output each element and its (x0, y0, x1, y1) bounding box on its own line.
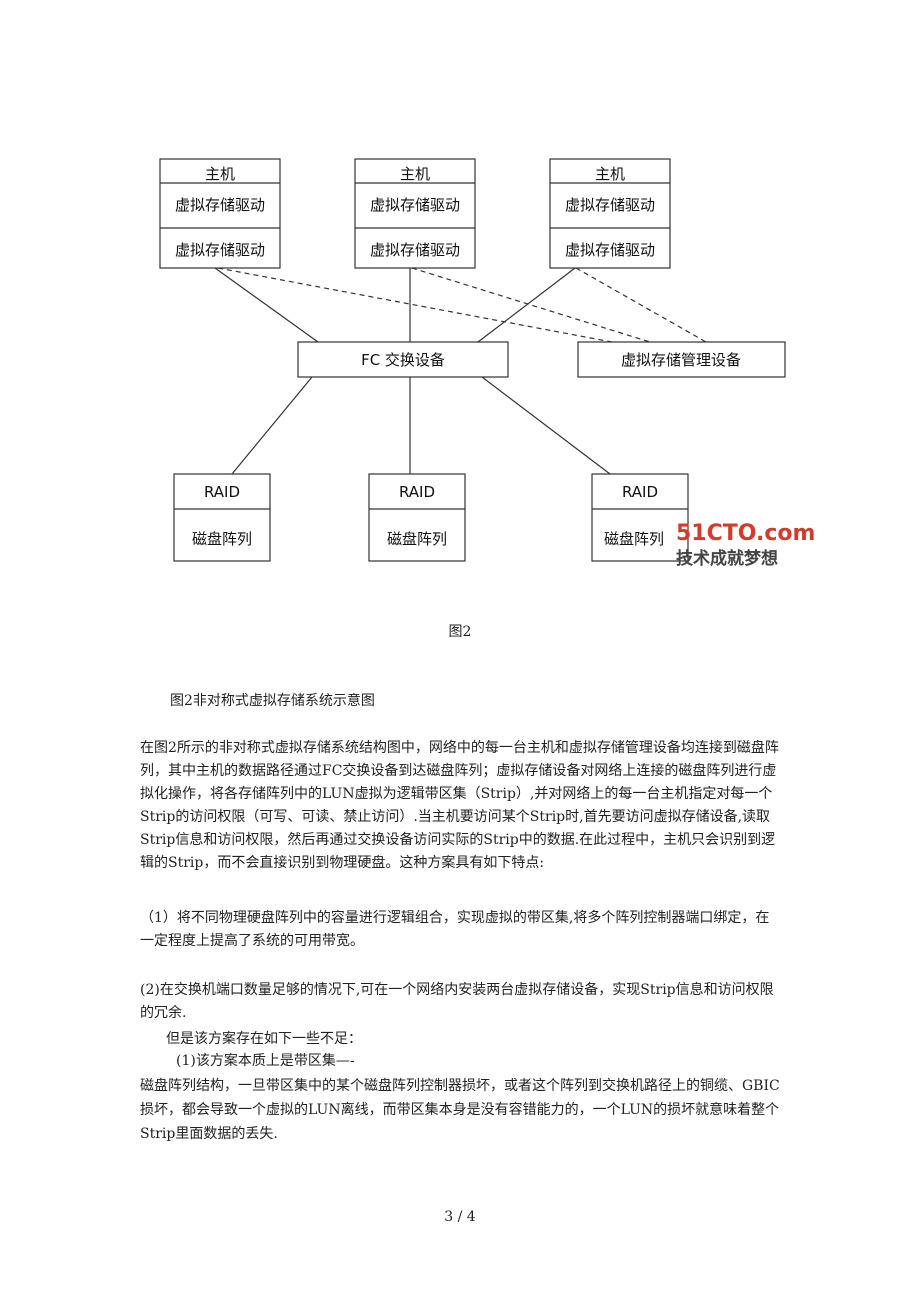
raid-title: RAID (204, 483, 240, 501)
host-title: 主机 (595, 165, 625, 183)
switch-to-raid3-line (481, 376, 611, 475)
host-box-2: 主机 虚拟存储驱动 虚拟存储驱动 (354, 158, 476, 269)
host1-to-manager-dashed (217, 267, 613, 343)
host-title: 主机 (205, 165, 235, 183)
body-paragraph: (2)在交换机端口数量足够的情况下,可在一个网络内安装两台虚拟存储设备，实现St… (140, 982, 774, 1021)
storage-architecture-diagram: 主机 虚拟存储驱动 虚拟存储驱动 主机 虚拟存储驱动 虚拟存储驱动 主机 虚拟存… (159, 158, 815, 569)
switch-to-raid1-line (231, 376, 313, 475)
raid-box-3: RAID 磁盘阵列 (591, 473, 689, 562)
host3-to-switch-line (477, 267, 576, 343)
host-driver-label: 虚拟存储驱动 (565, 241, 655, 259)
host-driver-label: 虚拟存储驱动 (175, 196, 265, 214)
raid-title: RAID (622, 483, 658, 501)
host-driver-label: 虚拟存储驱动 (565, 196, 655, 214)
host-driver-label: 虚拟存储驱动 (370, 196, 460, 214)
host-box-1: 主机 虚拟存储驱动 虚拟存储驱动 (159, 158, 281, 269)
page-number: 3 / 4 (444, 1209, 476, 1225)
disk-array-label: 磁盘阵列 (604, 530, 664, 548)
storage-manager-box: 虚拟存储管理设备 (577, 341, 786, 378)
body-paragraph: 但是该方案存在如下一些不足： (166, 1031, 362, 1047)
watermark-brand: 51CTO.com (676, 521, 815, 546)
fc-switch-box: FC 交换设备 (297, 341, 509, 378)
disk-array-label: 磁盘阵列 (387, 530, 447, 548)
body-paragraph: （1）将不同物理硬盘阵列中的容量进行逻辑组合，实现虚拟的带区集,将多个阵列控制器… (140, 910, 770, 949)
dashed-connections (217, 267, 707, 343)
disk-array-label: 磁盘阵列 (192, 530, 252, 548)
watermark-slogan: 技术成就梦想 (676, 548, 778, 569)
figure-caption: 图2非对称式虚拟存储系统示意图 (170, 693, 375, 709)
host-title: 主机 (400, 165, 430, 183)
raid-box-1: RAID 磁盘阵列 (173, 473, 271, 562)
host3-to-manager-dashed (575, 267, 707, 343)
host2-to-manager-dashed (411, 267, 651, 343)
raid-title: RAID (399, 483, 435, 501)
host-driver-label: 虚拟存储驱动 (175, 241, 265, 259)
51cto-watermark-logo: 51CTO.com 技术成就梦想 (676, 521, 815, 569)
body-paragraph: 磁盘阵列结构，一旦带区集中的某个磁盘阵列控制器损坏，或者这个阵列到交换机路径上的… (140, 1078, 780, 1142)
figure-label: 图2 (448, 624, 472, 640)
host-box-3: 主机 虚拟存储驱动 虚拟存储驱动 (549, 158, 671, 269)
body-paragraph: 在图2所示的非对称式虚拟存储系统结构图中，网络中的每一台主机和虚拟存储管理设备均… (140, 740, 779, 871)
fc-switch-label: FC 交换设备 (361, 351, 445, 369)
raid-box-2: RAID 磁盘阵列 (368, 473, 466, 562)
storage-manager-label: 虚拟存储管理设备 (621, 351, 741, 369)
host1-to-switch-line (214, 267, 319, 343)
host-driver-label: 虚拟存储驱动 (370, 241, 460, 259)
body-paragraph: (1)该方案本质上是带区集—- (176, 1053, 355, 1069)
solid-connections (214, 267, 611, 475)
